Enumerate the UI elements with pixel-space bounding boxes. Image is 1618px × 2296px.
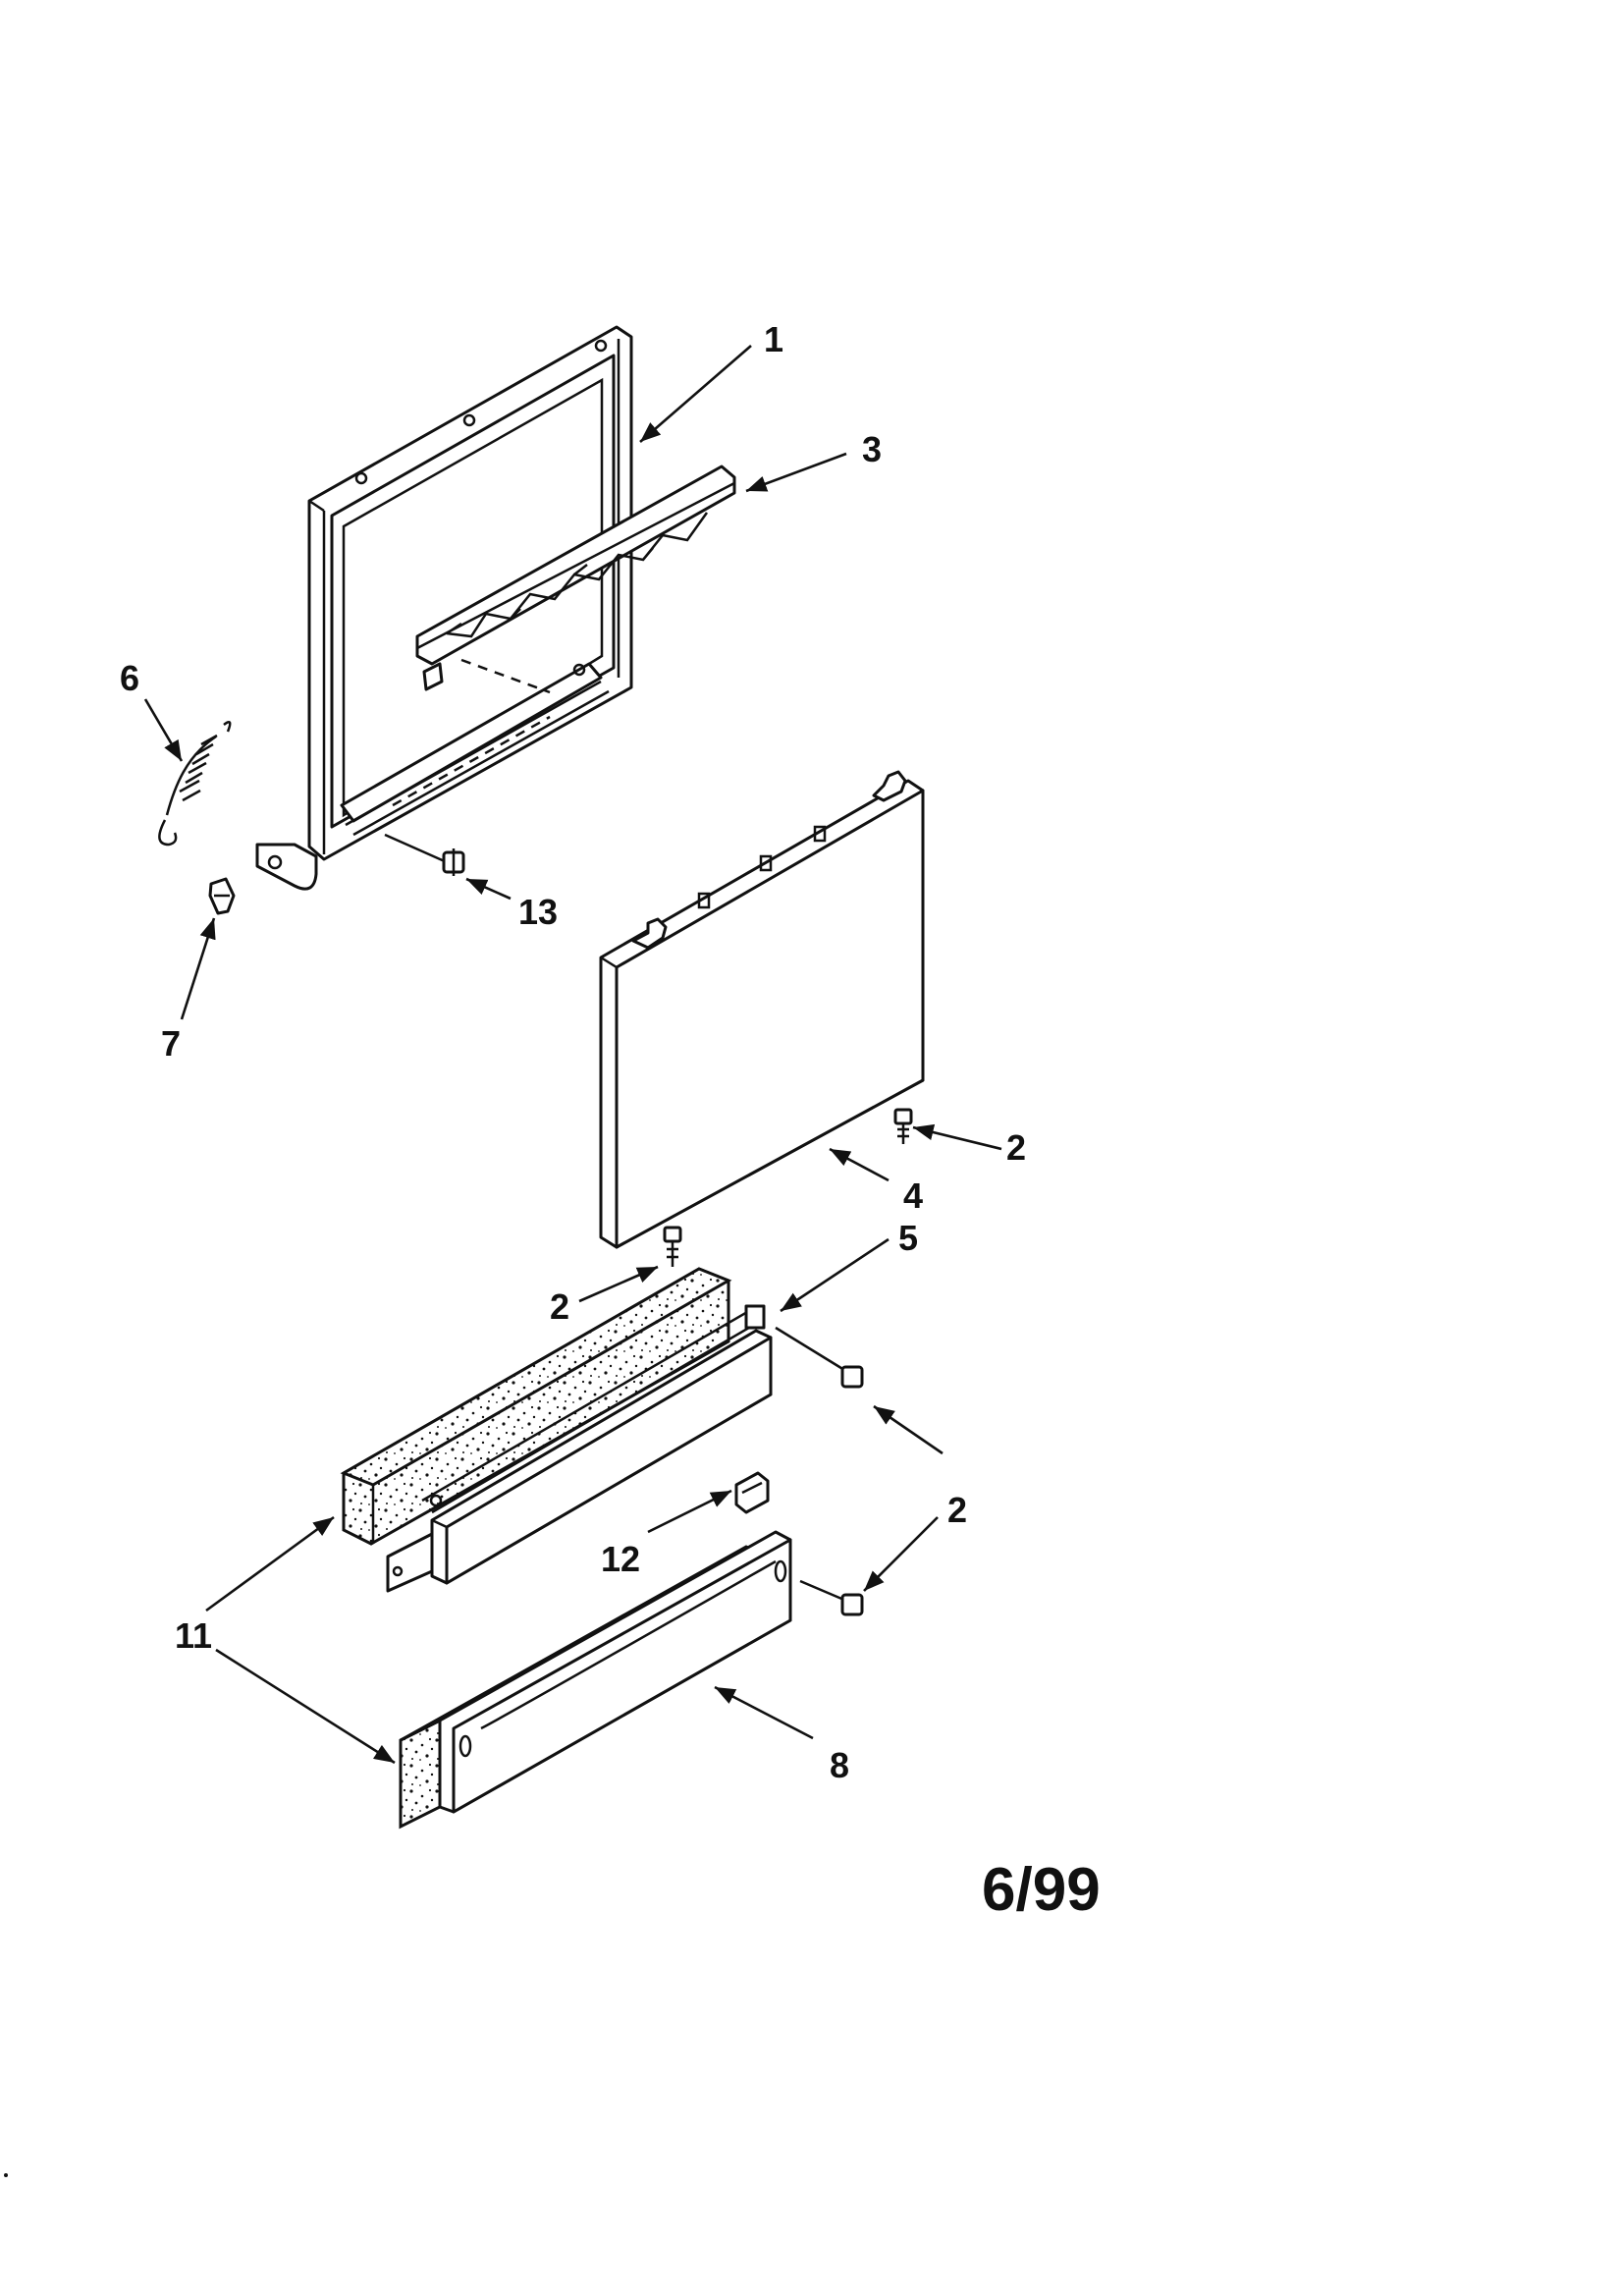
callout-13: 13 [518, 892, 558, 932]
access-panel [386, 1304, 773, 1593]
callout-2-toe-upper: 2 [947, 1490, 967, 1530]
margin-dot [4, 2173, 8, 2177]
callout-3: 3 [862, 429, 882, 469]
spring-nut [734, 1471, 770, 1514]
callout-1: 1 [764, 319, 783, 359]
access-screw [775, 1326, 864, 1389]
spring [158, 720, 232, 847]
door-frame [255, 325, 633, 891]
panel-screw-right [893, 1108, 913, 1144]
callout-6: 6 [120, 658, 139, 698]
callout-2-panel-bottom: 2 [550, 1286, 569, 1327]
door-panel [599, 770, 925, 1249]
leader-lines [143, 345, 1002, 1765]
callout-7: 7 [161, 1023, 181, 1064]
callout-8: 8 [830, 1745, 849, 1785]
rack-bracket [415, 465, 736, 691]
insulation-upper [340, 1267, 732, 1546]
toe-kick-screw [799, 1579, 864, 1616]
callout-11: 11 [175, 1615, 212, 1656]
callout-2-panel-right: 2 [1006, 1127, 1026, 1168]
toe-kick-panel [438, 1530, 792, 1814]
callout-5: 5 [898, 1218, 918, 1258]
callout-4: 4 [903, 1175, 923, 1216]
frame-screw [384, 833, 465, 876]
alignment-line [460, 658, 551, 694]
clip [208, 877, 236, 915]
callout-12: 12 [601, 1539, 640, 1579]
panel-screw-bottom [663, 1226, 682, 1267]
revision-date: 6/99 [982, 1856, 1101, 1924]
alignment-line-2 [392, 715, 551, 807]
